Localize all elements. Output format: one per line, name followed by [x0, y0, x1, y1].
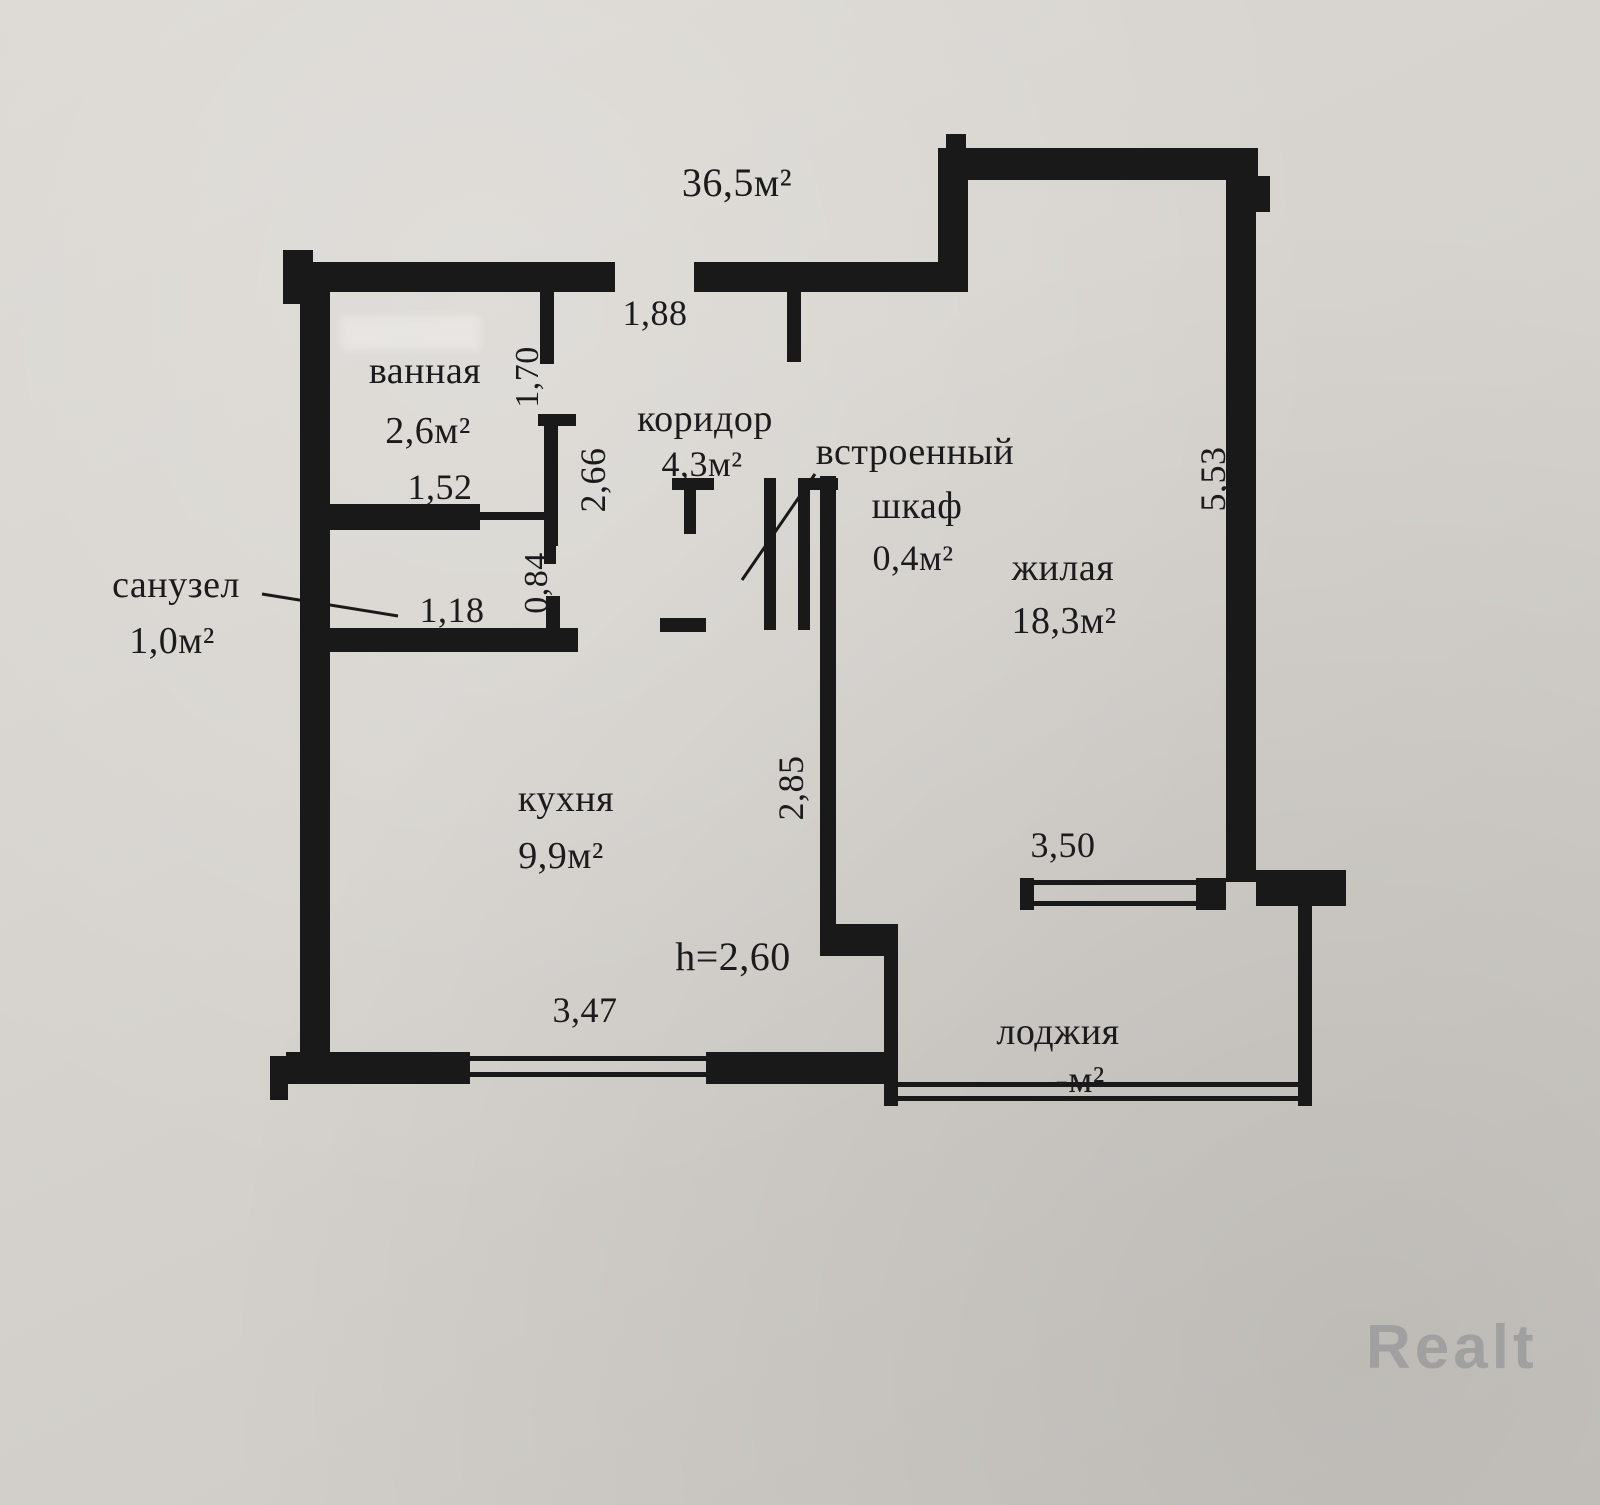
kitchen-window-line — [470, 1056, 706, 1061]
dim-corridor-length: 2,66 — [573, 447, 613, 513]
wall-bathroom-bottom — [330, 504, 480, 530]
room-area-wc: 1,0м² — [129, 620, 215, 662]
dim-entry-width: 1,88 — [622, 293, 688, 333]
room-label-closet-line2: шкаф — [871, 485, 963, 527]
wall-top-left — [285, 262, 615, 292]
room-label-loggia: лоджия — [996, 1011, 1120, 1053]
room-area-living: 18,3м² — [1011, 600, 1117, 642]
dim-kitchen-depth: 2,85 — [771, 755, 811, 821]
kitchen-window-line — [470, 1072, 706, 1077]
wall-wc-right-upper — [544, 530, 556, 564]
wall-right — [1226, 148, 1256, 882]
wall-living-left — [820, 476, 836, 956]
wall-entry-stub — [787, 292, 801, 362]
living-window-pier — [1196, 878, 1226, 910]
dim-living-length: 5,53 — [1193, 446, 1233, 512]
wall-closet-top-tick — [672, 478, 714, 490]
realt-watermark-logo: Realt — [1366, 1313, 1538, 1382]
wall-wc-bottom — [330, 628, 578, 652]
room-area-closet: 0,4м² — [872, 538, 954, 578]
wall-tick-top — [946, 134, 966, 150]
wall-top-right — [938, 148, 1258, 180]
wall-corridor-left — [544, 414, 558, 546]
wall-closet-top-stub — [684, 490, 696, 534]
living-window-line — [1030, 901, 1200, 906]
dim-wc-door: 0,84 — [518, 552, 555, 614]
leader-line-wc — [261, 592, 399, 618]
ceiling-height-note: h=2,60 — [675, 934, 791, 979]
wall-tick-top-right — [1254, 176, 1270, 212]
room-area-kitchen: 9,9м² — [518, 835, 604, 877]
wall-bathroom-bottom-thin — [480, 512, 556, 520]
wall-closet-bottom-tick — [660, 618, 706, 632]
total-area-label: 36,5м² — [681, 160, 793, 205]
room-label-living: жилая — [1011, 547, 1115, 589]
wall-bathroom-right-upper — [540, 292, 554, 364]
loggia-window-line — [896, 1082, 1310, 1087]
room-area-loggia: -м² — [1055, 1059, 1105, 1101]
dim-bath-width: 1,52 — [407, 467, 473, 507]
wall-left — [300, 262, 330, 1084]
wall-closet-right — [798, 478, 810, 630]
room-label-corridor: коридор — [637, 398, 773, 440]
dim-kitchen-width: 3,47 — [552, 990, 618, 1030]
paper-smudge — [340, 316, 480, 350]
room-area-bathroom: 2,6м² — [385, 410, 471, 452]
room-label-wc: санузел — [112, 564, 240, 606]
wall-bottom-right-seg — [706, 1052, 884, 1084]
wall-closet-left — [764, 478, 776, 630]
dim-living-window: 3,50 — [1030, 825, 1096, 865]
dim-bath-door: 1,70 — [509, 346, 546, 408]
wall-top-middle — [694, 262, 968, 292]
room-label-closet-line1: встроенный — [815, 431, 1015, 473]
wall-loggia-right — [1298, 870, 1312, 1106]
room-area-corridor: 4,3м² — [661, 444, 743, 484]
room-label-bathroom: ванная — [368, 350, 482, 392]
wall-closet-top-link — [798, 478, 838, 490]
wall-loggia-left — [884, 924, 898, 1106]
leader-line-closet — [740, 473, 817, 581]
wall-bottom-left-seg — [286, 1052, 470, 1084]
wall-wc-right-lower — [546, 596, 560, 630]
wall-tick-bottom-left — [270, 1056, 288, 1100]
loggia-window-line — [896, 1096, 1310, 1101]
living-window-line — [1030, 880, 1200, 885]
room-label-kitchen: кухня — [517, 778, 615, 820]
dim-wc-width: 1,18 — [419, 590, 485, 630]
